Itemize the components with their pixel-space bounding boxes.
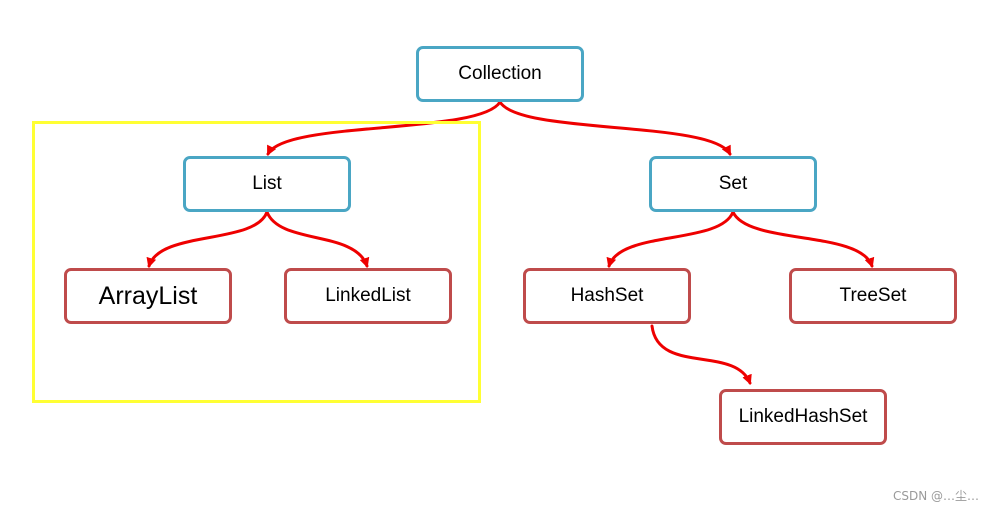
watermark: CSDN @…尘… bbox=[892, 489, 979, 503]
node-list: List bbox=[183, 156, 351, 212]
node-linkedhashset: LinkedHashSet bbox=[719, 389, 887, 445]
edge-list-arraylist bbox=[146, 210, 269, 268]
node-hashset-label: HashSet bbox=[570, 285, 644, 306]
node-treeset: TreeSet bbox=[789, 268, 957, 324]
edge-set-treeset bbox=[731, 210, 875, 268]
node-hashset: HashSet bbox=[523, 268, 691, 324]
edge-set-hashset bbox=[606, 210, 735, 268]
node-arraylist: ArrayList bbox=[64, 268, 232, 324]
node-set: Set bbox=[649, 156, 817, 212]
node-collection-label: Collection bbox=[458, 63, 542, 84]
node-set-label: Set bbox=[718, 173, 748, 194]
node-linkedlist-label: LinkedList bbox=[325, 285, 411, 306]
edge-hashset-linkedhashset bbox=[650, 324, 752, 385]
edge-collection-list bbox=[266, 100, 502, 156]
edge-list-linkedlist bbox=[265, 210, 370, 268]
node-treeset-label: TreeSet bbox=[839, 285, 907, 306]
node-linkedlist: LinkedList bbox=[284, 268, 452, 324]
node-list-label: List bbox=[252, 173, 282, 194]
node-collection: Collection bbox=[416, 46, 584, 102]
edge-collection-set bbox=[498, 100, 732, 156]
node-arraylist-label: ArrayList bbox=[98, 281, 198, 310]
node-linkedhashset-label: LinkedHashSet bbox=[738, 406, 868, 427]
list-group-highlight-box bbox=[32, 121, 481, 403]
